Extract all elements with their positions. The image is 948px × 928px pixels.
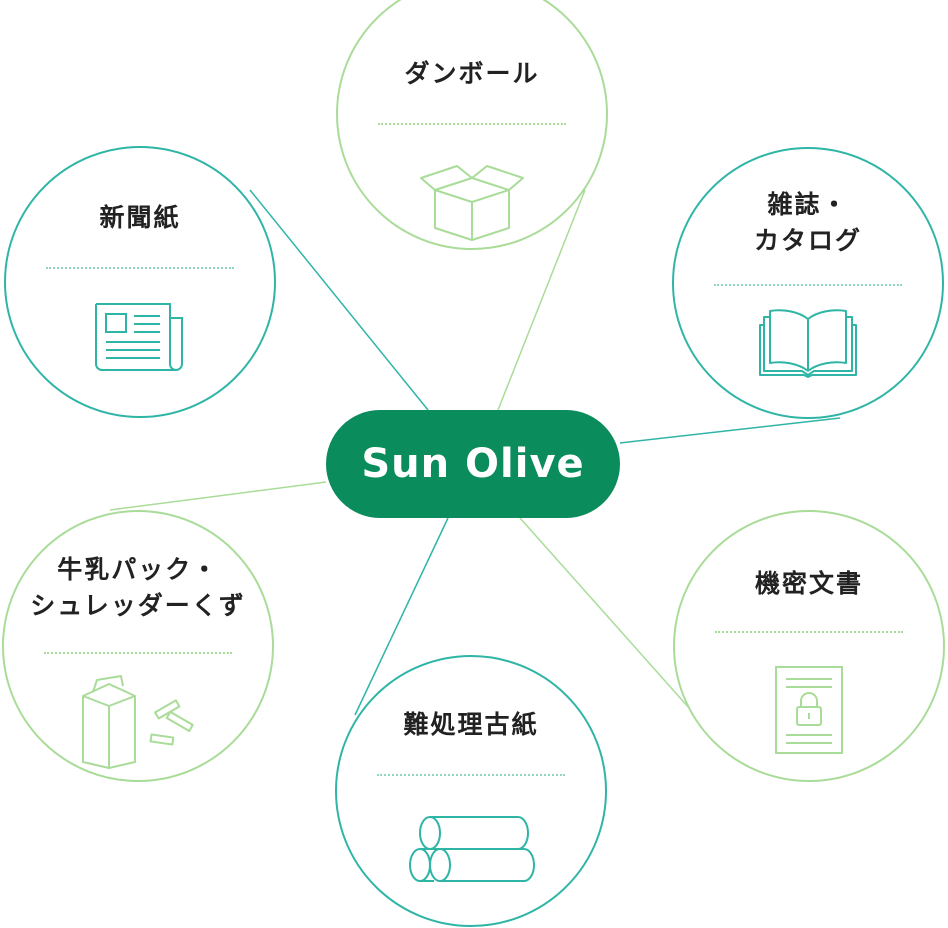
connector-newspaper [249,189,429,411]
dotted-divider [715,631,903,633]
dotted-divider [377,774,565,776]
node-newspaper-label: 新聞紙 [99,203,181,232]
connector-confidential [519,517,699,719]
node-difficult-label: 難処理古紙 [403,710,539,739]
node-milk-label-line2: シュレッダーくず [30,591,246,620]
node-magazine-label: 雑誌・ カタログ [674,187,942,259]
node-confidential-label: 機密文書 [754,569,863,598]
dotted-divider [44,652,232,654]
connector-milk [109,481,327,511]
node-difficult: 難処理古紙 [335,655,607,927]
center-brand-label: Sun Olive [361,441,585,487]
open-book-icon [759,309,857,378]
center-brand-pill: Sun Olive [326,410,620,518]
node-cardboard: ダンボール [336,0,608,250]
box-icon [420,165,524,241]
node-magazine-label-line1: 雑誌・ [767,190,849,219]
node-magazine-label-line2: カタログ [753,226,862,255]
node-magazine: 雑誌・ カタログ [672,147,944,419]
node-cardboard-label: ダンボール [404,59,540,88]
node-newspaper: 新聞紙 [4,146,276,418]
connector-magazine [619,417,841,444]
node-milk-label: 牛乳パック・ シュレッダーくず [4,552,272,624]
locked-document-icon [775,666,843,754]
dotted-divider [378,123,566,125]
node-milk-label-line1: 牛乳パック・ [57,555,219,584]
dotted-divider [714,284,902,286]
paper-rolls-icon [409,816,535,882]
connector-difficult [354,517,449,716]
milk-carton-icon [82,675,194,769]
dotted-divider [46,267,234,269]
node-milk: 牛乳パック・ シュレッダーくず [2,510,274,782]
newspaper-icon [95,303,183,371]
connector-cardboard [497,189,586,411]
node-confidential: 機密文書 [673,510,945,782]
